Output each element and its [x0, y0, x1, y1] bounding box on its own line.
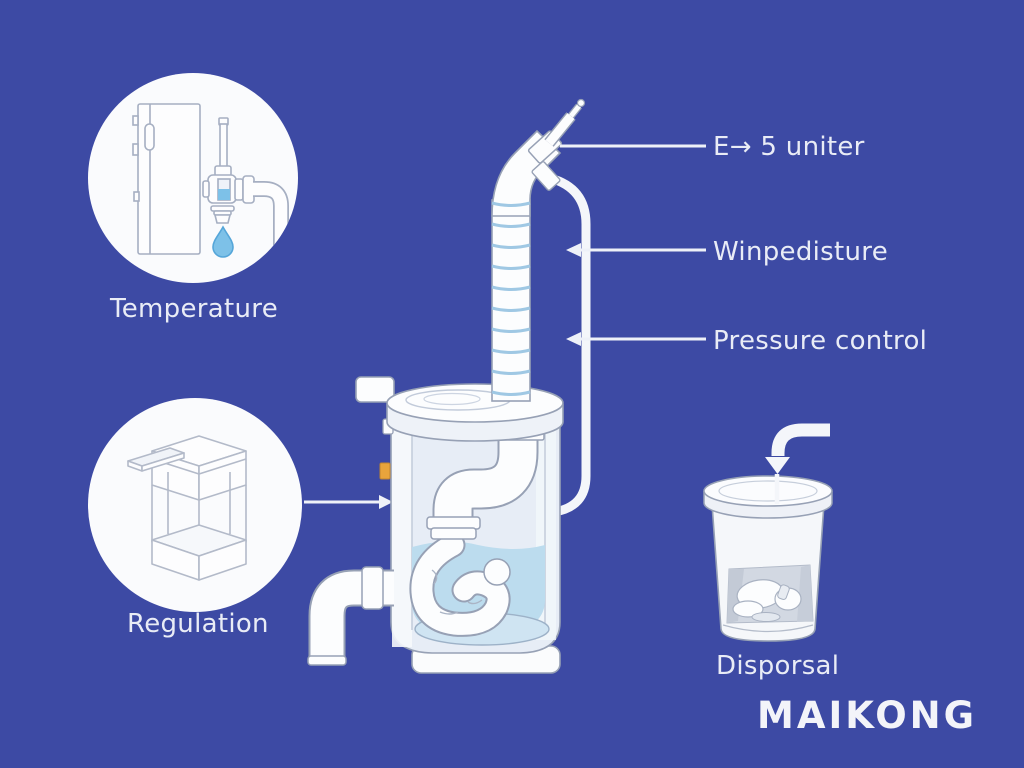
regulation-feature-circle — [88, 398, 302, 612]
temperature-label: Temperature — [110, 294, 278, 324]
callout-lines — [560, 144, 706, 341]
tube-callout-arrowhead — [566, 243, 581, 257]
tank-lid — [386, 383, 564, 442]
regulation-callout-arrow — [304, 495, 393, 509]
regulation-circle-bg — [88, 398, 302, 612]
valve-water-fill — [218, 189, 230, 200]
colonic-machine-illustration — [307, 98, 591, 674]
pressure-callout-label: Pressure control — [713, 326, 928, 356]
regulation-label: Regulation — [127, 609, 269, 639]
water-heater-faucet-icon — [132, 103, 289, 258]
down-arrow-icon — [765, 457, 790, 474]
orange-valve-tab — [379, 462, 391, 480]
nozzle-callout-label: E→ 5 uniter — [713, 132, 865, 162]
brand-wordmark: MAIKONG — [757, 694, 978, 737]
tube-callout-label: Winpedisture — [713, 237, 888, 267]
pressure-tube — [548, 173, 591, 517]
colon-coil — [409, 532, 511, 637]
temperature-feature-circle — [88, 73, 298, 283]
pressure-callout-arrowhead — [566, 332, 581, 346]
column-ribs — [491, 201, 531, 396]
disposal-label: Disporsal — [716, 651, 840, 681]
disposal-bucket-icon — [703, 423, 833, 642]
machine-cart-icon — [127, 435, 247, 581]
drain-pipe — [307, 566, 394, 666]
disposal-inlet-tube — [771, 423, 830, 456]
ribbed-column — [491, 98, 586, 402]
water-droplet-icon — [212, 225, 234, 258]
nozzle-tip — [576, 98, 586, 108]
